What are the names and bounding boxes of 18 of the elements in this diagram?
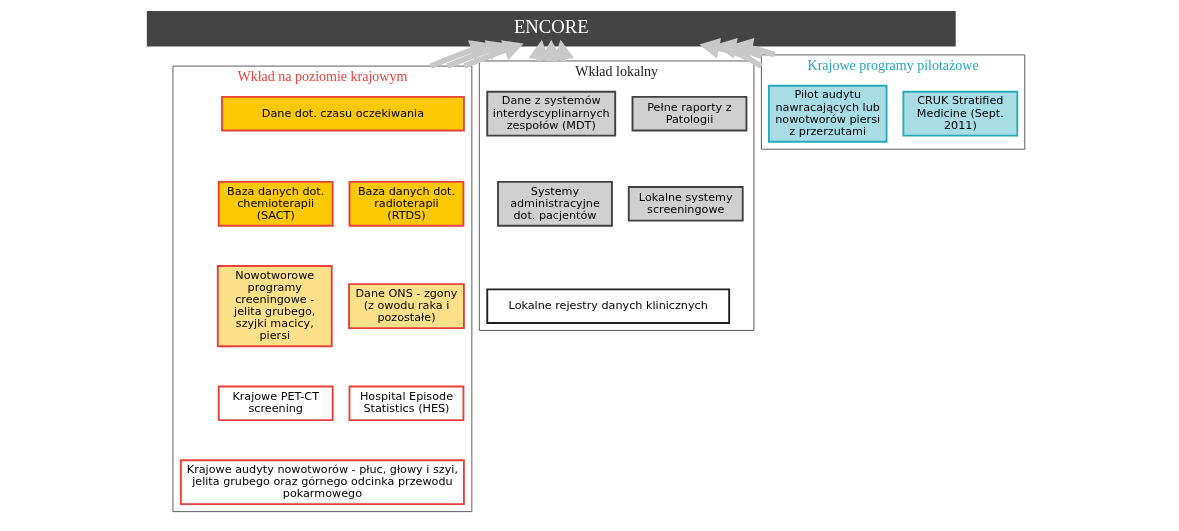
node-box: Baza danych dot. radioterapii (RTDS): [348, 180, 464, 227]
node-box: Nowotworowe programy creeningowe - jelita grubego, szyjki macicy, piersi: [216, 265, 333, 348]
node-box: Lokalne rejestry danych klinicznych: [485, 288, 730, 324]
node-box: Hospital Episode Statistics (HES): [348, 385, 464, 421]
node-box: Pilot audytu nawracających lub nowotworów piersi z przerzutami: [767, 84, 887, 143]
node-box: Lokalne systemy screeningowe: [627, 186, 744, 222]
node-box: Pełne raporty z Patologii: [631, 95, 747, 132]
node-box: Krajowe audyty nowotworów - płuc, głowy i szyi, jelita grubego oraz górnego odcinka przewodu pokarmowego: [179, 459, 465, 506]
arrow: [698, 38, 763, 69]
node-box: Dane z systemów interdyscyplinarnych zespołów (MDT): [485, 90, 616, 137]
arrow: [732, 37, 775, 59]
node-box: Systemy administracyjne dot. pacjentów: [496, 180, 613, 227]
node-box: Dane ONS - zgony (z owodu raka i pozostałe): [347, 283, 465, 329]
node-box: Dane dot. czasu oczekiwania: [220, 95, 465, 132]
node-box: Baza danych dot. chemioterapii (SACT): [217, 180, 334, 227]
node-box: ENCORE: [146, 10, 956, 47]
node-box: Krajowe PET-CT screening: [217, 385, 334, 421]
node-box: CRUK Stratified Medicine (Sept. 2011): [901, 90, 1018, 137]
